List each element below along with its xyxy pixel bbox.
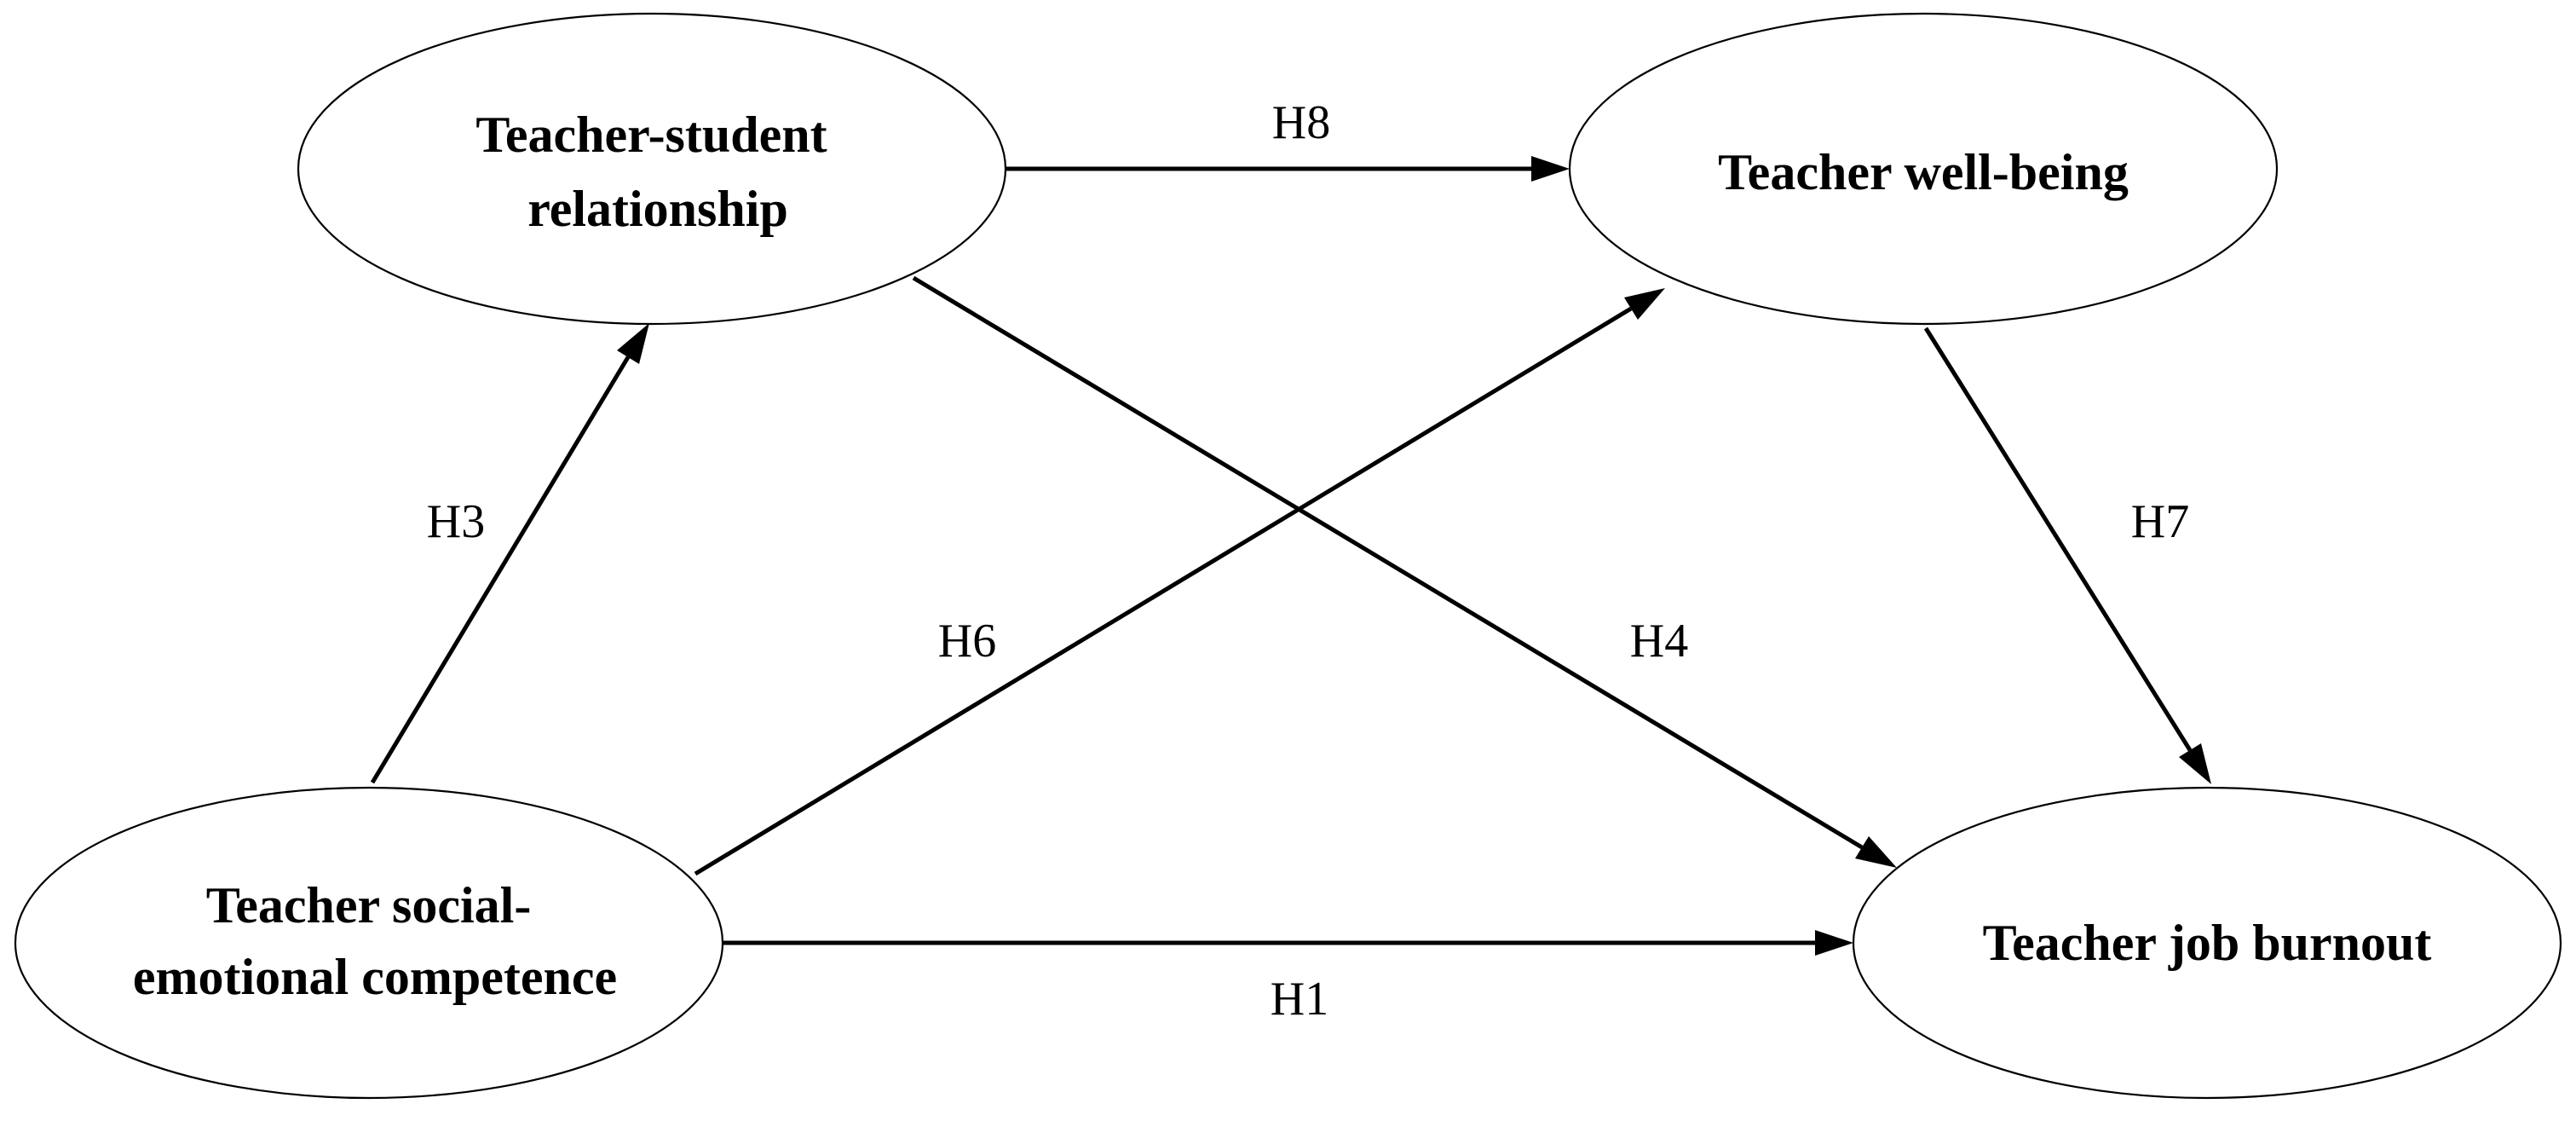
node-label: Teacher well-being xyxy=(1718,144,2129,200)
node-label: Teacher-student relationship xyxy=(475,107,839,237)
node-label-line: relationship xyxy=(527,181,788,237)
edge-h8: H8 xyxy=(1006,96,1570,182)
edge-h1: H1 xyxy=(723,930,1853,1026)
arrowhead xyxy=(617,323,649,364)
arrowhead xyxy=(1531,156,1570,182)
node-label: Teacher social- emotional competence xyxy=(133,877,617,1005)
arrowhead xyxy=(1815,930,1853,956)
node-ellipse xyxy=(297,12,1007,326)
edge-h3: H3 xyxy=(370,323,649,784)
node-teacher-social-emotional-competence: Teacher social- emotional competence xyxy=(14,786,724,1100)
edge-label-h4: H4 xyxy=(1630,615,1688,667)
node-teacher-student-relationship: Teacher-student relationship xyxy=(297,12,1007,326)
node-label-line: Teacher job burnout xyxy=(1983,915,2432,971)
edge-line xyxy=(912,275,1864,850)
node-label-line: Teacher social- xyxy=(206,877,532,933)
edge-label-h1: H1 xyxy=(1271,973,1328,1026)
edge-label-h7: H7 xyxy=(2131,495,2189,548)
arrowhead xyxy=(2179,743,2211,784)
node-teacher-job-burnout: Teacher job burnout xyxy=(1852,786,2562,1100)
node-ellipse xyxy=(14,786,724,1100)
edge-h7: H7 xyxy=(1923,326,2211,784)
arrowhead xyxy=(1624,288,1665,320)
edge-label-h3: H3 xyxy=(427,495,485,548)
node-teacher-well-being: Teacher well-being xyxy=(1568,12,2279,326)
arrowhead xyxy=(1855,836,1897,868)
edge-line xyxy=(1923,326,2193,752)
node-label: Teacher job burnout xyxy=(1983,915,2432,971)
node-label-line: Teacher well-being xyxy=(1718,144,2129,200)
edge-line xyxy=(694,306,1633,876)
node-label-line: emotional competence xyxy=(133,949,617,1005)
node-label-line: Teacher-student xyxy=(475,107,827,163)
edge-label-h8: H8 xyxy=(1272,96,1330,149)
edge-label-h6: H6 xyxy=(938,615,996,667)
edge-line xyxy=(370,355,631,784)
edge-h6: H6 xyxy=(694,288,1665,876)
edge-h4: H4 xyxy=(912,275,1897,868)
